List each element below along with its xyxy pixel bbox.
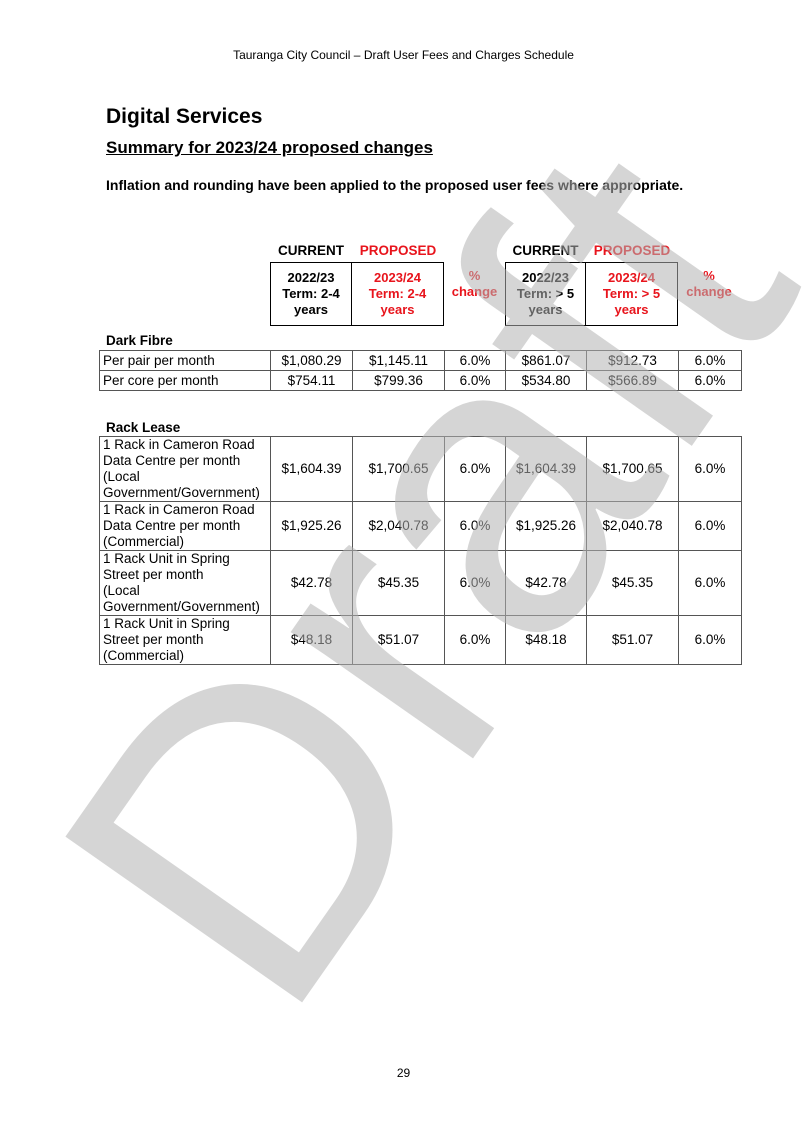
fee-value-cell: $534.80 [505,370,587,391]
col-header-line: years [294,302,328,317]
col-header-line: 2022/23 [522,270,569,285]
fee-value-cell: $799.36 [352,370,445,391]
fee-value-cell: $1,925.26 [505,501,587,551]
fee-name-line: Per core per month [103,372,219,388]
fee-name-line: 1 Rack in Cameron Road [103,502,255,517]
fee-value-cell: $42.78 [270,550,353,616]
pct-change-cell: 6.0% [678,501,742,551]
col-header-pct-2: % change [678,268,740,300]
fee-value-cell: $45.35 [352,550,445,616]
fee-value-cell: $1,604.39 [505,436,587,502]
fee-name-line: (Local [103,583,140,598]
pct-change-cell: 6.0% [444,501,506,551]
col-header-line: % [703,268,715,283]
fee-name-line: Street per month [103,567,204,582]
fee-name-line: Per pair per month [103,352,215,368]
fee-value-cell: $48.18 [505,615,587,665]
fee-value-cell: $48.18 [270,615,353,665]
fee-value-cell: $51.07 [586,615,679,665]
proposed-heading-1: PROPOSED [359,243,437,258]
col-header-line: Term: 2-4 [368,286,427,301]
col-header-line: 2022/23 [287,270,335,285]
fee-name-line: Data Centre per month [103,453,241,468]
col-header-line: change [451,284,498,299]
fee-value-cell: $2,040.78 [352,501,445,551]
fee-name-cell: Per pair per month [99,350,271,371]
pct-change-cell: 6.0% [678,550,742,616]
fee-value-cell: $1,925.26 [270,501,353,551]
pct-change-cell: 6.0% [678,436,742,502]
col-header-current-5: 2022/23 Term: > 5 years [505,262,586,326]
fee-name-line: (Commercial) [103,648,184,663]
col-header-line: change [686,284,732,299]
fee-value-cell: $42.78 [505,550,587,616]
fee-value-cell: $912.73 [586,350,679,371]
col-header-line: years [380,302,415,317]
fee-name-line: Government/Government) [103,599,260,614]
dark-fibre-label: Dark Fibre [106,333,173,348]
fee-value-cell: $51.07 [352,615,445,665]
pct-change-cell: 6.0% [678,370,742,391]
col-header-line: % [468,268,481,283]
fee-name-cell: Per core per month [99,370,271,391]
pct-change-cell: 6.0% [444,436,506,502]
fee-name-line: 1 Rack in Cameron Road [103,437,255,452]
fee-value-cell: $1,700.65 [586,436,679,502]
fee-name-line: Data Centre per month [103,518,241,533]
fee-value-cell: $754.11 [270,370,353,391]
fee-value-cell: $1,080.29 [270,350,353,371]
fee-value-cell: $45.35 [586,550,679,616]
pct-change-cell: 6.0% [678,615,742,665]
fee-value-cell: $1,145.11 [352,350,445,371]
intro-text: Inflation and rounding have been applied… [106,177,684,193]
section-title: Digital Services [106,105,263,128]
col-header-line: 2023/24 [374,270,421,285]
col-header-line: Term: 2-4 [282,286,340,301]
col-header-current-2-4: 2022/23 Term: 2-4 years [270,262,352,326]
col-header-line: years [528,302,563,317]
fee-name-line: Government/Government) [103,485,260,500]
fee-name-line: 1 Rack Unit in Spring [103,616,230,631]
fee-value-cell: $1,604.39 [270,436,353,502]
fee-name-line: 1 Rack Unit in Spring [103,551,230,566]
proposed-heading-2: PROPOSED [593,243,671,258]
fee-name-line: (Commercial) [103,534,184,549]
current-heading-1: CURRENT [278,243,344,258]
page-number: 29 [396,1066,411,1080]
col-header-line: 2023/24 [608,270,655,285]
section-subtitle: Summary for 2023/24 proposed changes [106,138,433,157]
fee-name-line: (Local [103,469,140,484]
fee-value-cell: $2,040.78 [586,501,679,551]
col-header-line: years [614,302,649,317]
col-header-proposed-5: 2023/24 Term: > 5 years [585,262,678,326]
col-header-pct-1: % change [444,268,505,300]
pct-change-cell: 6.0% [444,350,506,371]
pct-change-cell: 6.0% [444,370,506,391]
fee-name-line: Street per month [103,632,204,647]
col-header-line: Term: > 5 [516,286,575,301]
col-header-proposed-2-4: 2023/24 Term: 2-4 years [351,262,444,326]
current-heading-2: CURRENT [512,243,579,258]
pct-change-cell: 6.0% [678,350,742,371]
fee-value-cell: $1,700.65 [352,436,445,502]
fee-value-cell: $566.89 [586,370,679,391]
pct-change-cell: 6.0% [444,550,506,616]
fee-value-cell: $861.07 [505,350,587,371]
rack-lease-label: Rack Lease [106,420,181,435]
col-header-line: Term: > 5 [602,286,661,301]
page-header: Tauranga City Council – Draft User Fees … [233,48,574,62]
pct-change-cell: 6.0% [444,615,506,665]
